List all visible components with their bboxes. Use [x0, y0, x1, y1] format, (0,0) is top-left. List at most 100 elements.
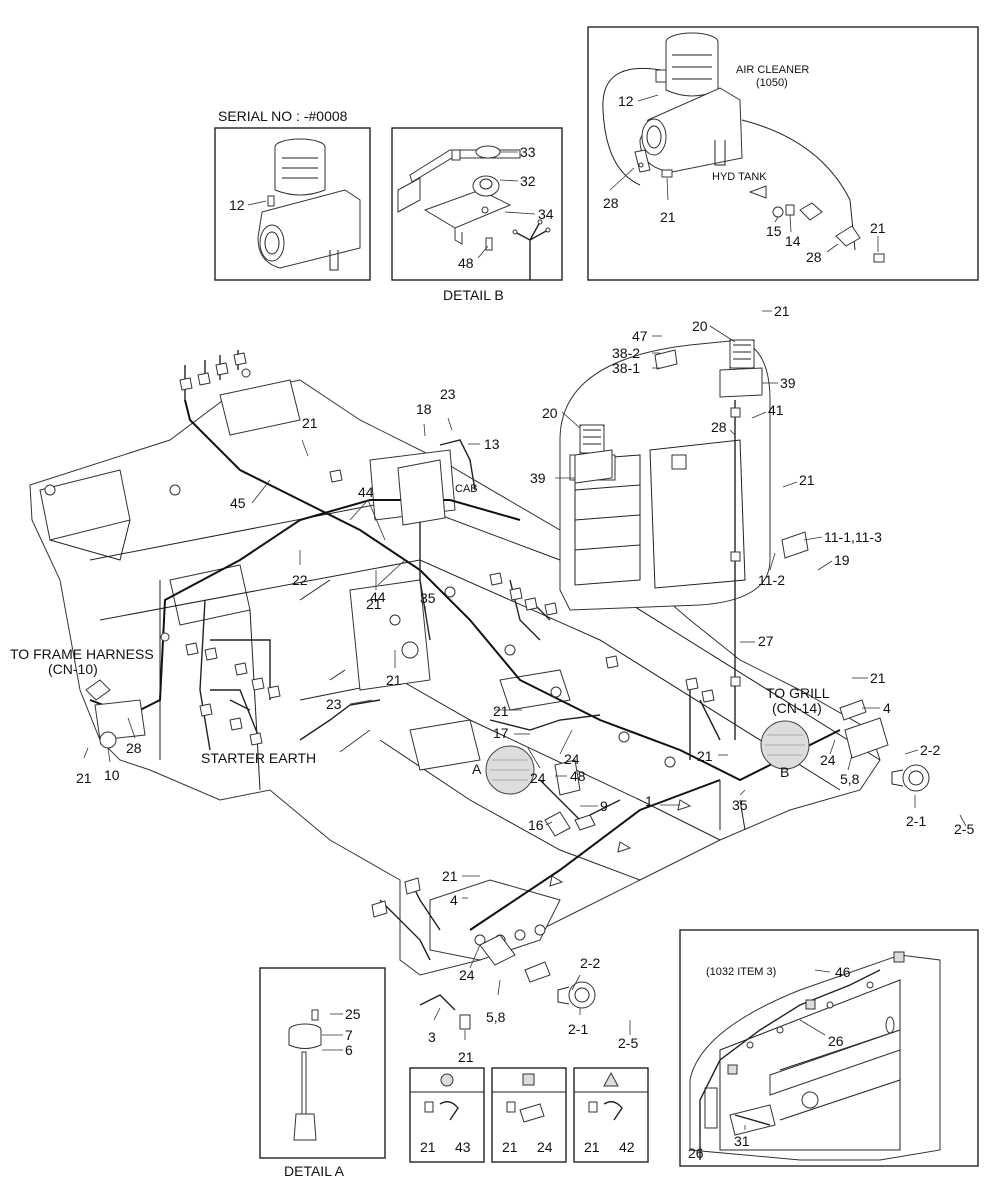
callout-28: 28: [711, 419, 727, 435]
callout-28: 28: [806, 249, 822, 265]
callout-21: 21: [660, 209, 676, 225]
frame-harness-connector: (CN-10): [48, 661, 98, 677]
horn-icon: [891, 764, 930, 792]
detail-a-title: DETAIL A: [284, 1163, 345, 1179]
detail-b-panel: DETAIL B 33 32 34 48: [391, 127, 563, 303]
callout-33: 33: [520, 144, 536, 160]
callout-44: 44: [370, 589, 386, 605]
callout-19: 19: [834, 552, 850, 568]
square-symbol-icon: [522, 1073, 535, 1086]
callout-21: 21: [386, 672, 402, 688]
air-cleaner-number: (1050): [756, 77, 788, 89]
callout-12: 12: [618, 93, 634, 109]
callout-11-2: 11-2: [758, 572, 785, 588]
air-cleaner-label: AIR CLEANER: [736, 64, 809, 76]
clip-symbols: [160, 407, 741, 887]
callout-2-1: 2-1: [906, 813, 926, 829]
relay-9: [554, 759, 581, 796]
hyd-tank-label: HYD TANK: [712, 171, 767, 183]
main-frame-drawing: [29, 339, 930, 1009]
callout-5-8: 5,8: [840, 771, 860, 787]
callout-2-5: 2-5: [954, 821, 974, 837]
callout-39: 39: [530, 470, 546, 486]
callout-21: 21: [697, 748, 713, 764]
callout-21: 21: [493, 703, 509, 719]
callout-2-1: 2-1: [568, 1021, 588, 1037]
air-cleaner-drawing: [602, 32, 885, 263]
callout-24: 24: [530, 770, 546, 786]
callout-28: 28: [126, 740, 142, 756]
air-cleaner-small-drawing: [257, 138, 361, 271]
callout-1: 1: [645, 793, 653, 809]
callout-4: 4: [450, 892, 458, 908]
clip-legend-circle: 21 43: [409, 1067, 485, 1163]
callout-16: 16: [528, 817, 544, 833]
detail-b-marker: [760, 720, 810, 770]
callout-13: 13: [484, 436, 500, 452]
clip-legend-triangle: 21 42: [573, 1067, 649, 1163]
callout-4: 4: [883, 700, 891, 716]
callout-11-1-11-3: 11-1,11-3: [824, 529, 882, 545]
callout-24: 24: [459, 967, 475, 983]
callout-26: 26: [828, 1033, 844, 1049]
callout-45: 45: [230, 495, 246, 511]
callout-25: 25: [345, 1006, 361, 1022]
detail-a-marker: [485, 745, 535, 795]
callout-21: 21: [420, 1139, 436, 1155]
callout-21: 21: [584, 1139, 600, 1155]
callout-2-2: 2-2: [580, 955, 600, 971]
detail-b-title: DETAIL B: [443, 287, 504, 303]
callout-46: 46: [835, 964, 851, 980]
detail-a-ref: A: [472, 761, 482, 777]
serial-no-title: SERIAL NO : -#0008: [218, 108, 348, 124]
horn-icon: [557, 981, 596, 1009]
callout-21: 21: [870, 220, 886, 236]
detail-b-ref: B: [780, 764, 789, 780]
lamp-bracket: [574, 449, 613, 484]
cab-label: CAB: [455, 483, 478, 495]
callout-21: 21: [302, 415, 318, 431]
callout-23: 23: [326, 696, 342, 712]
callout-18: 18: [416, 401, 432, 417]
main-callouts: 21 23 18 13 CAB 45 44 22 44 21 35 21 23: [10, 303, 974, 1065]
sensor-drawing: [288, 1009, 322, 1141]
detail-b-bracket-drawing: [397, 145, 551, 280]
callout-39: 39: [780, 375, 796, 391]
detail-a-panel: 25 7 6 DETAIL A: [259, 967, 386, 1179]
clip-legend-square: 21 24: [491, 1067, 567, 1163]
lamp-bracket: [719, 367, 763, 398]
callout-15: 15: [766, 223, 782, 239]
frame-harness-label: TO FRAME HARNESS: [10, 646, 154, 662]
callout-21: 21: [502, 1139, 518, 1155]
item-ref-label: (1032 ITEM 3): [706, 966, 776, 978]
circle-symbol-icon: [440, 1073, 454, 1087]
callout-3: 3: [428, 1029, 436, 1045]
callout-48: 48: [458, 255, 474, 271]
callout-34: 34: [538, 206, 554, 222]
callout-2-5: 2-5: [618, 1035, 638, 1051]
callout-44: 44: [358, 484, 374, 500]
callout-21: 21: [799, 472, 815, 488]
callout-2-2: 2-2: [920, 742, 940, 758]
callout-41: 41: [768, 402, 784, 418]
starter-earth-label: STARTER EARTH: [201, 750, 316, 766]
serial-no-panel: SERIAL NO : -#0008 12: [214, 108, 371, 281]
work-lamp-icon: [729, 339, 755, 369]
callout-24: 24: [537, 1139, 553, 1155]
callout-23: 23: [440, 386, 456, 402]
callout-43: 43: [455, 1139, 471, 1155]
callout-21: 21: [870, 670, 886, 686]
callout-21: 21: [774, 303, 790, 319]
callout-21: 21: [76, 770, 92, 786]
cover-38: [654, 349, 678, 370]
callout-27: 27: [758, 633, 774, 649]
callout-24: 24: [820, 752, 836, 768]
callout-21: 21: [366, 596, 382, 612]
callout-35: 35: [420, 590, 436, 606]
radiator-panel: (1032 ITEM 3) 46 26 26 31: [679, 929, 979, 1167]
callout-32: 32: [520, 173, 536, 189]
callout-42: 42: [619, 1139, 635, 1155]
callout-20: 20: [542, 405, 558, 421]
callout-17: 17: [493, 725, 509, 741]
